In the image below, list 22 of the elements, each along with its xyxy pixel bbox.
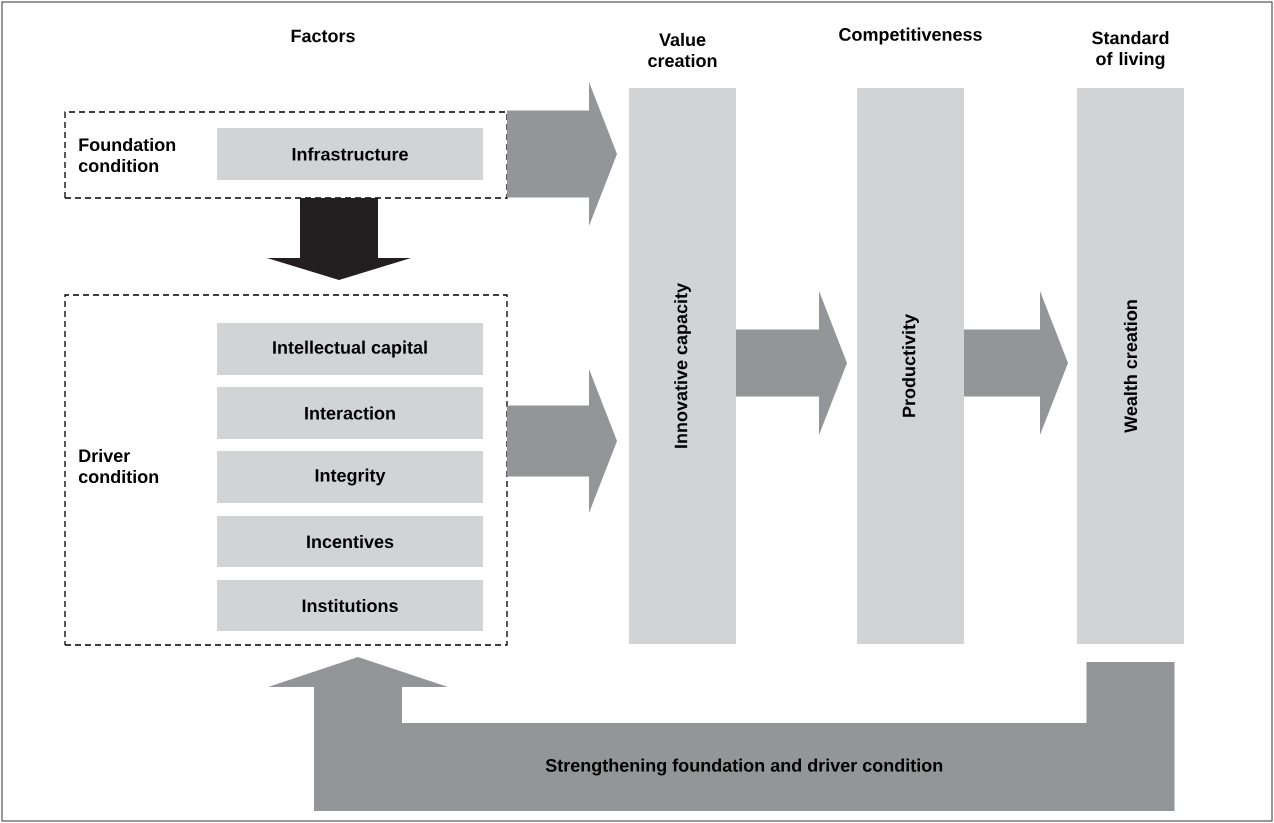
column-heading: Factors bbox=[291, 29, 355, 43]
factor-box: Intellectual capital bbox=[217, 323, 483, 375]
block-arrow bbox=[267, 198, 411, 280]
block-arrow bbox=[964, 291, 1068, 435]
column-box: Innovative capacity bbox=[629, 88, 736, 644]
block-arrow bbox=[507, 369, 617, 513]
factor-box: Incentives bbox=[217, 516, 483, 567]
factor-box: Interaction bbox=[217, 387, 483, 439]
group-label: Foundation condition bbox=[78, 137, 176, 173]
factor-box: Integrity bbox=[217, 451, 483, 503]
block-arrow bbox=[736, 291, 847, 435]
column-heading: Competitiveness bbox=[839, 27, 982, 45]
edge-label: Strengthening foundation and driver condition bbox=[543, 756, 946, 778]
column-heading: Value creation bbox=[648, 32, 717, 68]
column-heading: Standard of living bbox=[1092, 31, 1169, 69]
column-box: Wealth creation bbox=[1077, 88, 1184, 644]
block-arrow bbox=[507, 82, 617, 226]
block-arrow bbox=[268, 657, 1175, 811]
column-box: Productivity bbox=[857, 88, 964, 644]
factor-box: Infrastructure bbox=[217, 128, 483, 180]
group-label: Driver condition bbox=[78, 448, 159, 484]
factor-box: Institutions bbox=[217, 580, 483, 631]
